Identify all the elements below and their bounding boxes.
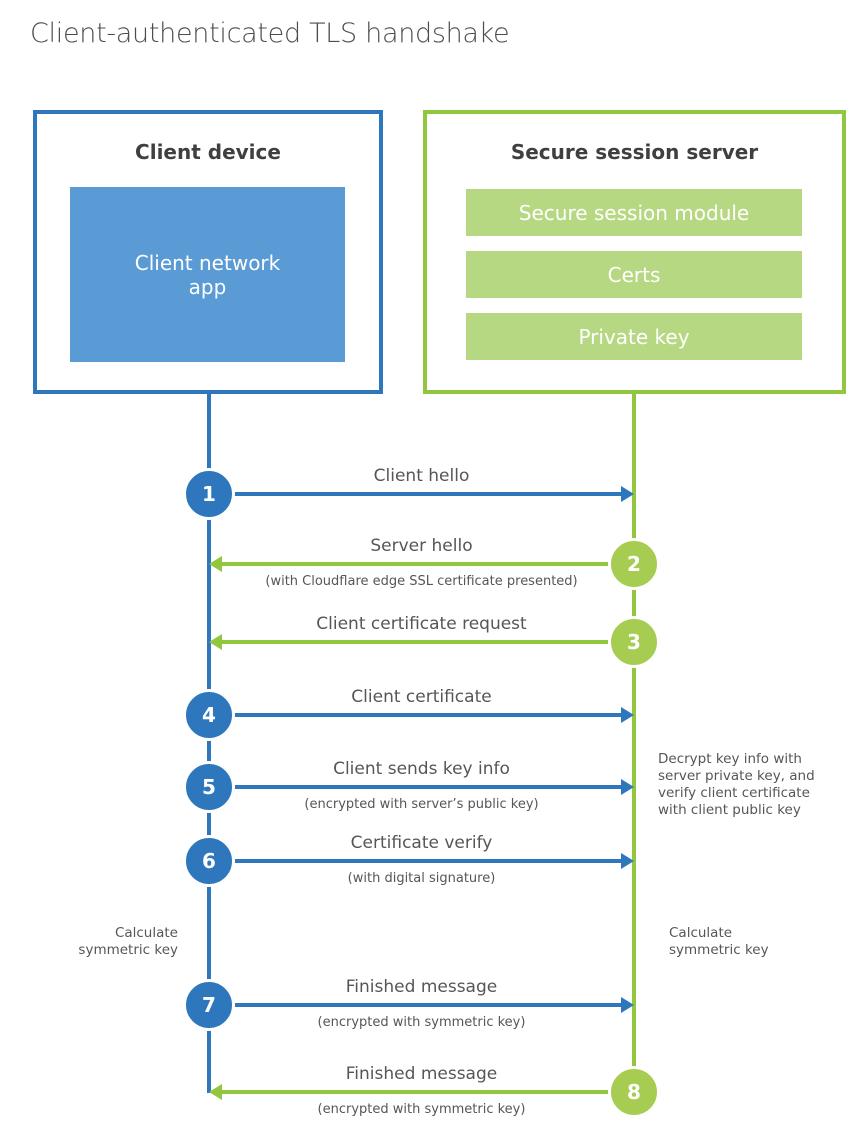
calculate-symmetric-key-client-note: Calculate symmetric key: [78, 925, 178, 958]
step-1-badge: 1: [183, 468, 235, 520]
step-2-sublabel: (with Cloudflare edge SSL certificate pr…: [265, 574, 578, 589]
step-8-label: Finished message: [345, 1064, 498, 1084]
step-2-badge: 2: [608, 538, 660, 590]
arrow-right-icon: [209, 997, 634, 1013]
client-device-title: Client device: [135, 140, 281, 164]
page-title: Client-authenticated TLS handshake: [30, 18, 510, 49]
step-3-badge: 3: [608, 616, 660, 668]
server-lifeline: [632, 394, 636, 1092]
step-6-badge: 6: [183, 835, 235, 887]
arrow-left-icon: [209, 634, 634, 650]
server-module-certs: Certs: [466, 251, 802, 298]
step-7-label: Finished message: [345, 977, 498, 997]
secure-session-server-title: Secure session server: [510, 140, 759, 164]
step-4-label: Client certificate: [351, 687, 492, 707]
decrypt-key-note: Decrypt key info with server private key…: [658, 751, 815, 818]
step-2-label: Server hello: [370, 536, 473, 556]
calculate-symmetric-key-server-note: Calculate symmetric key: [669, 925, 769, 958]
step-6-sublabel: (with digital signature): [347, 871, 496, 886]
step-8-badge: 8: [608, 1066, 660, 1118]
step-4-badge: 4: [183, 689, 235, 741]
client-lifeline: [207, 394, 211, 1093]
arrow-left-icon: [209, 1084, 634, 1100]
arrow-right-icon: [209, 779, 634, 795]
client-network-app-box: Client network app: [70, 187, 345, 362]
step-5-badge: 5: [183, 761, 235, 813]
step-7-sublabel: (encrypted with symmetric key): [317, 1015, 526, 1030]
arrow-right-icon: [209, 486, 634, 502]
step-5-sublabel: (encrypted with server’s public key): [304, 797, 539, 812]
arrow-right-icon: [209, 707, 634, 723]
server-module-private-key: Private key: [466, 313, 802, 360]
step-6-label: Certificate verify: [350, 833, 493, 853]
step-3-label: Client certificate request: [316, 614, 527, 634]
server-module-secure-session-module: Secure session module: [466, 189, 802, 236]
step-8-sublabel: (encrypted with symmetric key): [317, 1102, 526, 1117]
arrow-right-icon: [209, 853, 634, 869]
arrow-left-icon: [209, 556, 634, 572]
step-5-label: Client sends key info: [333, 759, 510, 779]
step-1-label: Client hello: [373, 466, 470, 486]
step-7-badge: 7: [183, 979, 235, 1031]
